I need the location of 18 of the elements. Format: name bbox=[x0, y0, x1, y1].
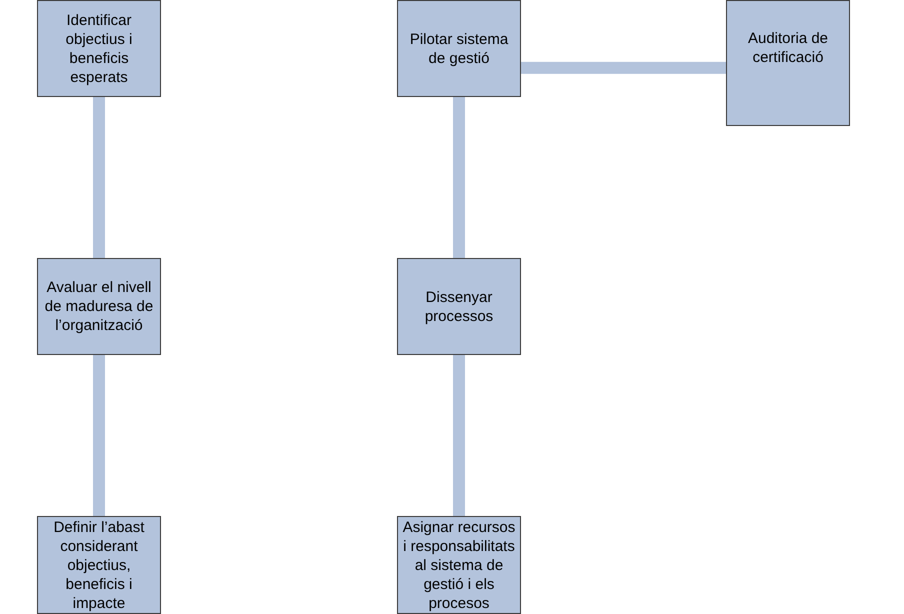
process-box bbox=[397, 0, 521, 97]
step-label: Definir l’abast considerant objectius, beneficis i impacte bbox=[52, 518, 146, 612]
step-label: Asignar recursos i responsabilitats al sistema de gestió i els procesos bbox=[402, 518, 516, 612]
step-label: Auditoria de certificació bbox=[746, 29, 830, 67]
process-box bbox=[397, 258, 521, 355]
step-label: Identificar objectius i beneficis esperats bbox=[64, 10, 134, 86]
connector-line bbox=[453, 355, 465, 516]
step-label: Dissenyar processos bbox=[424, 288, 494, 326]
connector-line bbox=[521, 62, 726, 74]
connector-line bbox=[93, 97, 105, 258]
connector-line bbox=[93, 355, 105, 516]
step-label: Pilotar sistema de gestió bbox=[408, 30, 510, 68]
connector-line bbox=[453, 97, 465, 258]
process-box bbox=[37, 0, 161, 97]
process-box bbox=[37, 258, 161, 355]
process-box bbox=[37, 516, 161, 614]
process-box bbox=[726, 0, 850, 126]
step-label: Avaluar el nivell de maduresa de l’organització bbox=[44, 278, 154, 335]
